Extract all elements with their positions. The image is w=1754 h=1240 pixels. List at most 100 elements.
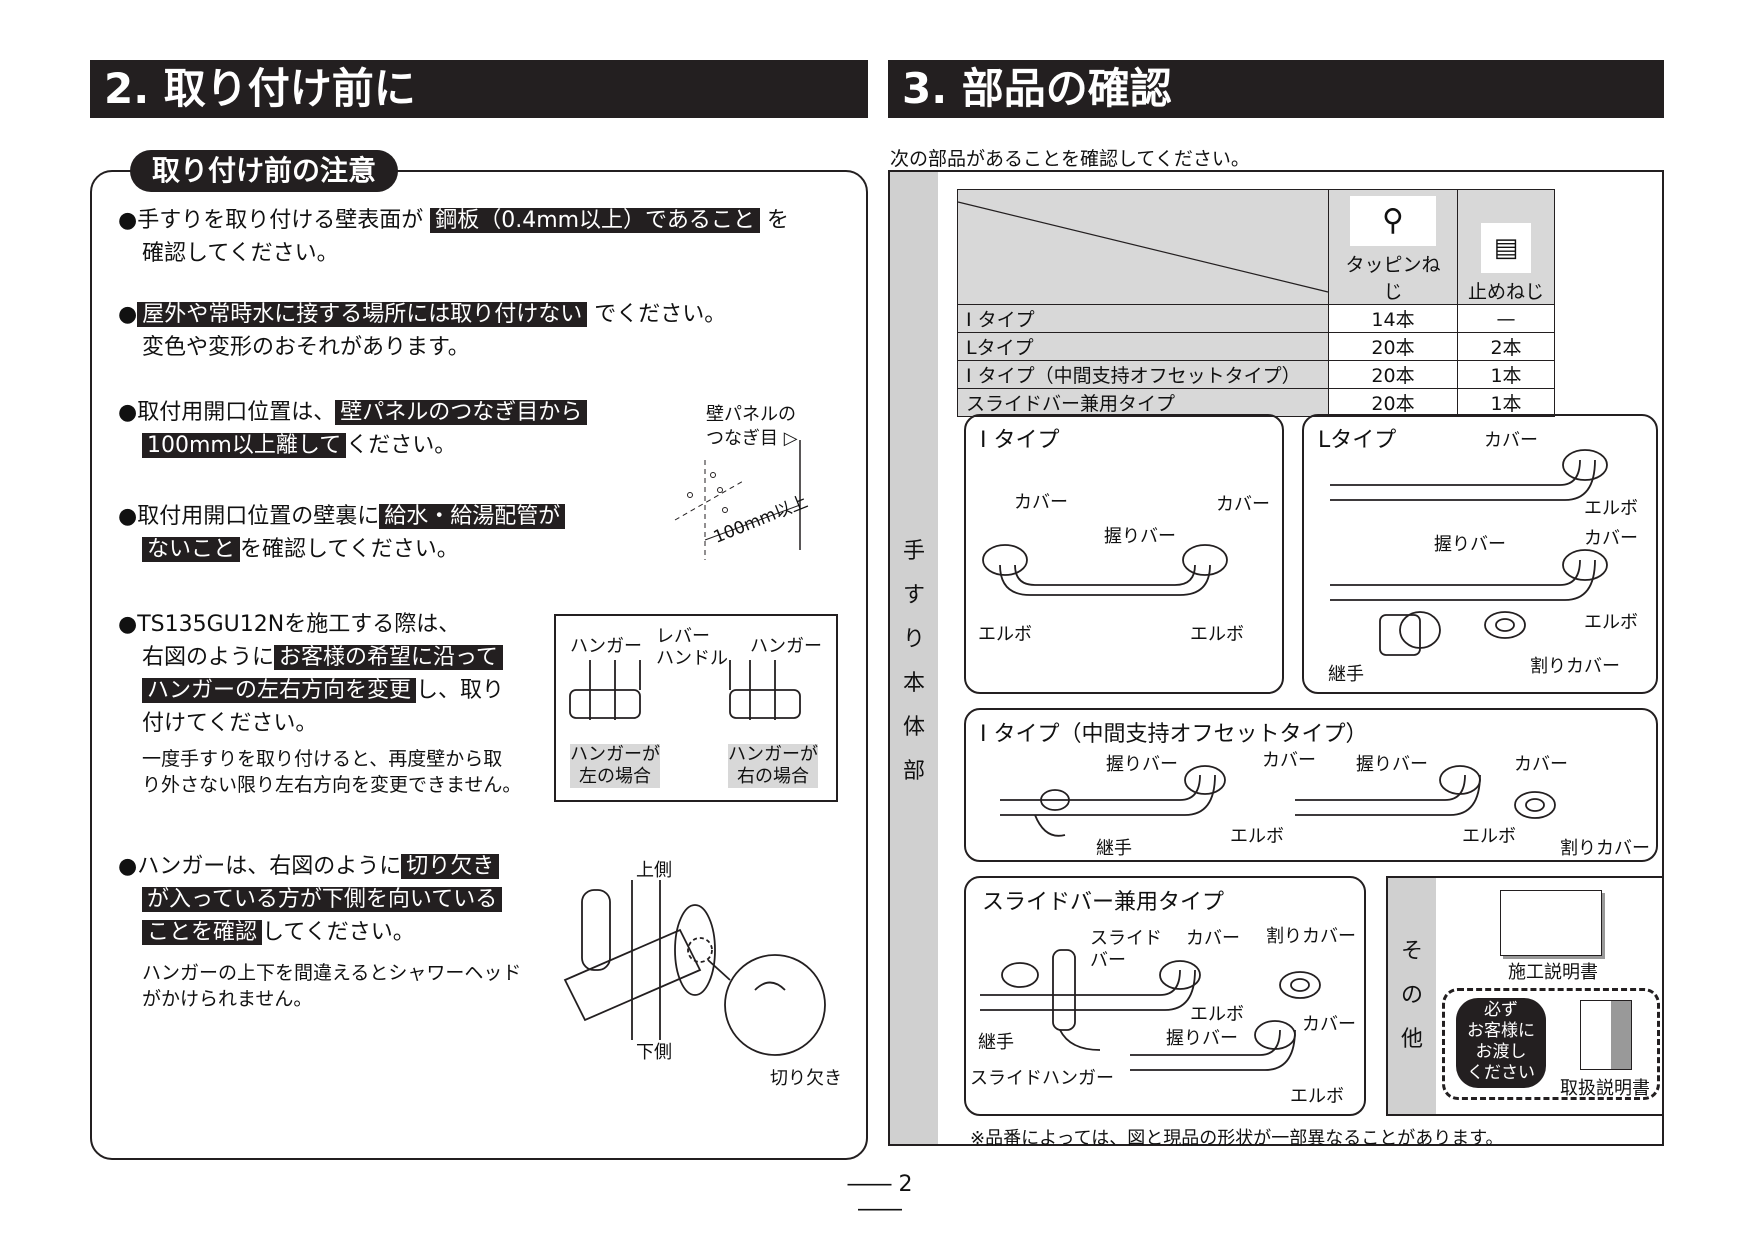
- highlight: 鋼板（0.4mm以上）であること: [430, 208, 760, 233]
- bullet-notch-down: ●ハンガーは、右図のように切り欠き が入っている方が下側を向いている ことを確認…: [118, 850, 503, 949]
- label-split-cover: 割りカバー: [1560, 838, 1650, 859]
- label-cover: カバー: [1302, 1014, 1356, 1035]
- hanger-sketch: [569, 660, 801, 720]
- side-label-main-body: 手すり 本体部: [902, 539, 925, 784]
- label-hanger-left: ハンガー: [570, 636, 642, 657]
- caption-hanger-right: ハンガーが右の場合: [728, 744, 818, 788]
- col-tapping-screw: ⚲ タッピンねじ: [1328, 189, 1458, 305]
- highlight: 壁パネルのつなぎ目から: [335, 400, 588, 425]
- text: ●手すりを取り付ける壁表面が: [118, 208, 424, 233]
- notice-tab: 取り付け前の注意: [130, 150, 399, 192]
- label-bar: 握りバー: [1166, 1028, 1238, 1049]
- text: 確認してください。: [142, 241, 339, 266]
- label-elbow: エルボ: [1190, 1004, 1244, 1025]
- text: ●TS135GU12Nを施工する際は、: [118, 612, 461, 637]
- hanger-note: 一度手すりを取り付けると、再度壁から取り外さない限り左右方向を変更できません。: [142, 748, 522, 796]
- text: してください。: [262, 920, 415, 945]
- label-elbow: エルボ: [1462, 826, 1516, 847]
- panel-title: I タイプ（中間支持オフセットタイプ）: [980, 722, 1368, 747]
- other-items-box: [1386, 876, 1664, 1116]
- text: し、取り: [416, 678, 505, 703]
- intro-text: 次の部品があることを確認してください。: [890, 148, 1250, 170]
- label-bar: 握りバー: [1106, 754, 1178, 775]
- label-split-cover: 割りカバー: [1530, 656, 1620, 677]
- text: を: [766, 208, 789, 233]
- label-joint: 継手: [1328, 664, 1364, 685]
- bullet-panel-joint: ●取付用開口位置は、壁パネルのつなぎ目から 100mm以上離してください。: [118, 396, 588, 462]
- table-corner: [957, 189, 1329, 305]
- parts-frame: [888, 170, 1664, 1146]
- panel-l-type: [1302, 414, 1658, 694]
- highlight: が入っている方が下側を向いている: [142, 887, 503, 912]
- parts-table-wrap: ⚲ タッピンねじ ▤ 止めねじ I タイプ 14本 — Lタイプ 20本 2本 …: [957, 189, 1555, 417]
- hanger-notch-sketch: [563, 880, 826, 1056]
- highlight: ハンガーの左右方向を変更: [142, 678, 417, 703]
- highlight: 100mm以上離して: [142, 433, 347, 458]
- offset-type-bar-sketch: [1000, 765, 1556, 837]
- label-slide-bar: バー: [1090, 950, 1126, 971]
- dash-right: ――: [858, 1197, 902, 1222]
- main-body-column: [890, 172, 938, 1144]
- label-bar: 握りバー: [1104, 526, 1176, 547]
- other-column: [1388, 878, 1436, 1114]
- notch-note: ハンガーの上下を間違えるとシャワーヘッドがかけられません。: [142, 962, 522, 1010]
- bullet-dot: ●: [118, 302, 138, 327]
- label-bar: 握りバー: [1434, 534, 1506, 555]
- label-bar: 握りバー: [1356, 754, 1428, 775]
- label-cover: カバー: [1186, 928, 1240, 949]
- parts-table: ⚲ タッピンねじ ▤ 止めねじ I タイプ 14本 — Lタイプ 20本 2本 …: [957, 189, 1555, 417]
- l-type-bar-sketch: [1330, 449, 1608, 656]
- section-title-before-install: 2. 取り付け前に: [90, 60, 868, 118]
- highlight: ないこと: [142, 537, 241, 562]
- label-cover: カバー: [1014, 492, 1068, 513]
- text: ●ハンガーは、右図のように: [118, 854, 402, 879]
- hanger-figure-box: [554, 614, 838, 802]
- must-handover-badge: 必ずお客様にお渡しください: [1456, 998, 1546, 1088]
- fig-label-joint: つなぎ目 ▷: [706, 428, 798, 449]
- highlight: 切り欠き: [401, 854, 500, 879]
- bullet-pipe-check: ●取付用開口位置の壁裏に給水・給湯配管が ないことを確認してください。: [118, 500, 566, 566]
- caption-hanger-left: ハンガーが左の場合: [570, 744, 660, 788]
- text: 付けてください。: [142, 711, 318, 736]
- text: 変色や変形のおそれがあります。: [142, 335, 470, 360]
- text: ください。: [346, 433, 457, 458]
- highlight: 給水・給湯配管が: [379, 504, 566, 529]
- section-title-parts-check: 3. 部品の確認: [888, 60, 1664, 118]
- set-screw-icon: ▤: [1481, 223, 1531, 273]
- label-top-side: 上側: [636, 860, 672, 881]
- label-cover: カバー: [1484, 430, 1538, 451]
- tapping-screw-icon: ⚲: [1350, 196, 1436, 246]
- label-joint: 継手: [1096, 838, 1132, 859]
- label-install-manual: 施工説明書: [1508, 962, 1598, 983]
- panel-joint-diagram: [674, 440, 801, 560]
- label-bottom-side: 下側: [636, 1042, 672, 1063]
- panel-title: Lタイプ: [1318, 428, 1397, 453]
- i-type-bar-sketch: [982, 544, 1228, 596]
- label-cover: カバー: [1514, 754, 1568, 775]
- text: ●取付用開口位置の壁裏に: [118, 504, 380, 529]
- user-manual-icon: [1580, 1000, 1632, 1070]
- notice-box: [90, 170, 868, 1160]
- label-elbow: エルボ: [1290, 1086, 1344, 1107]
- table-row: スライドバー兼用タイプ 20本 1本: [957, 388, 1555, 417]
- side-label-other: その他: [1400, 939, 1423, 1052]
- label-elbow: エルボ: [978, 624, 1032, 645]
- dash-left: ――: [847, 1172, 899, 1197]
- text: を確認してください。: [240, 537, 459, 562]
- label-elbow: エルボ: [1190, 624, 1244, 645]
- label-joint: 継手: [978, 1032, 1014, 1053]
- bullet-outdoor: ●屋外や常時水に接する場所には取り付けない でください。 変色や変形のおそれがあ…: [118, 298, 726, 364]
- panel-slide-type: [964, 876, 1366, 1116]
- highlight: お客様の希望に沿って: [274, 645, 503, 670]
- label-elbow: エルボ: [1230, 826, 1284, 847]
- bullet-hanger-direction: ●TS135GU12Nを施工する際は、 右図のようにお客様の希望に沿って ハンガ…: [118, 608, 504, 740]
- panel-title: I タイプ: [980, 428, 1060, 453]
- page-number: ―― 2 ――: [847, 1172, 913, 1222]
- label-hanger-right: ハンガー: [750, 636, 822, 657]
- label-cover: カバー: [1262, 750, 1316, 771]
- label-elbow: エルボ: [1584, 498, 1638, 519]
- highlight: 屋外や常時水に接する場所には取り付けない: [137, 302, 588, 327]
- label-elbow: エルボ: [1584, 612, 1638, 633]
- bullet-steel-plate: ●手すりを取り付ける壁表面が 鋼板（0.4mm以上）であること を 確認してくだ…: [118, 204, 789, 270]
- label-cover: カバー: [1584, 528, 1638, 549]
